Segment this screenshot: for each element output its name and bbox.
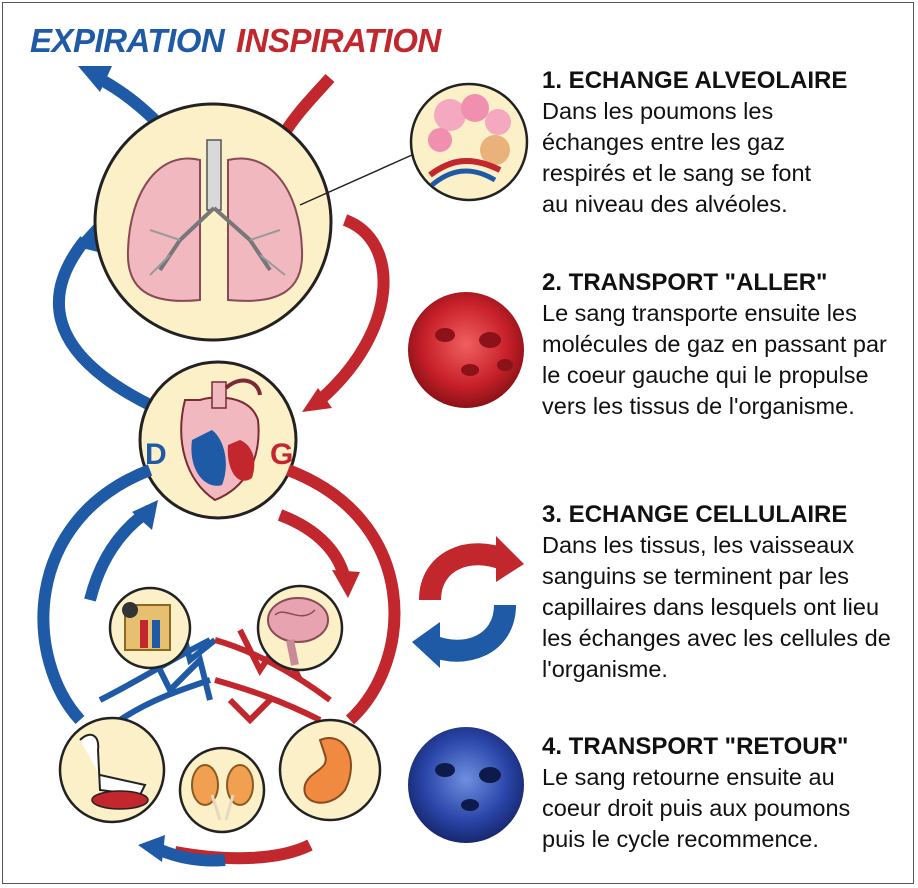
muscle-circle <box>60 718 164 822</box>
section-text: Dans les tissus, les vaisseaux sanguins … <box>542 530 910 685</box>
return-arrow <box>138 835 310 862</box>
alveoli-thumbnail <box>411 84 527 200</box>
brain-circle <box>258 586 342 670</box>
section-title: 3. ECHANGE CELLULAIRE <box>542 500 912 530</box>
section-title: 1. ECHANGE ALVEOLAIRE <box>542 66 912 96</box>
blue-blood-thumbnail <box>408 727 524 843</box>
heart-label-right-side: D <box>145 438 167 472</box>
kidneys-circle <box>180 748 264 832</box>
bone-tissue-circle <box>110 588 190 668</box>
exchange-cycle-icon <box>412 536 524 668</box>
lungs-circle <box>95 104 412 340</box>
stomach-circle <box>280 720 380 820</box>
red-blood-thumbnail <box>408 292 524 408</box>
section-text: Le sang transporte ensuite les molécules… <box>542 298 910 422</box>
section-title: 2. TRANSPORT "ALLER" <box>542 268 912 298</box>
section-cellular-exchange: 3. ECHANGE CELLULAIRE Dans les tissus, l… <box>542 500 912 685</box>
section-title: 4. TRANSPORT "RETOUR" <box>542 732 912 762</box>
section-transport-aller: 2. TRANSPORT "ALLER" Le sang transporte … <box>542 268 912 422</box>
section-text: Le sang retourne ensuite au coeur droit … <box>542 762 882 855</box>
section-alveolar-exchange: 1. ECHANGE ALVEOLAIRE Dans les poumons l… <box>542 66 912 220</box>
section-text: Dans les poumons les échanges entre les … <box>542 96 842 220</box>
heart-label-left-side: G <box>270 438 293 472</box>
section-transport-retour: 4. TRANSPORT "RETOUR" Le sang retourne e… <box>542 732 912 855</box>
